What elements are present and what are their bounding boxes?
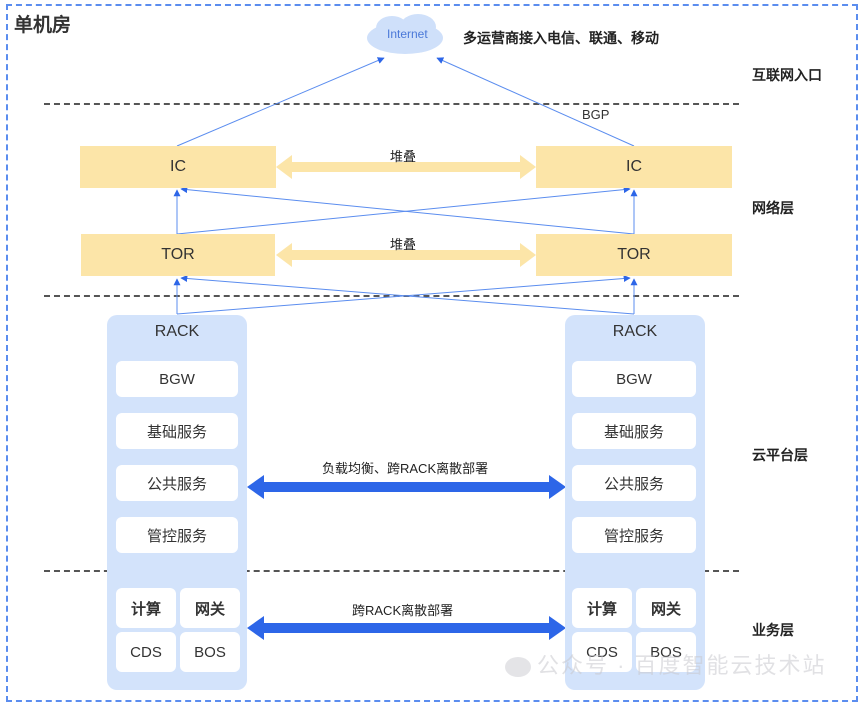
- tor-right-box: TOR: [536, 234, 732, 276]
- line-ic-right-to-internet: [436, 57, 635, 147]
- service-bgw: BGW: [116, 361, 238, 397]
- line-tor-right-to-ic-left: [180, 186, 635, 235]
- service-public: 公共服务: [116, 465, 238, 501]
- service-compute: 计算: [572, 588, 632, 628]
- rack-title: RACK: [154, 323, 200, 340]
- line-ic-left-to-internet: [176, 57, 385, 147]
- service-gateway: 网关: [180, 588, 240, 628]
- separator-network: [44, 295, 739, 297]
- ic-right-box: IC: [536, 146, 732, 188]
- layer-label-business: 业务层: [752, 622, 794, 638]
- service-cds: CDS: [572, 632, 632, 672]
- layer-label-internet-entry: 互联网入口: [752, 67, 822, 83]
- service-bgw: BGW: [572, 361, 696, 397]
- layer-label-cloud-platform: 云平台层: [752, 447, 808, 463]
- rack-left: RACK BGW 基础服务 公共服务 管控服务 计算 网关 CDS BOS: [107, 315, 247, 690]
- ic-stack-label: 堆叠: [390, 149, 417, 164]
- service-compute: 计算: [116, 588, 176, 628]
- wechat-icon: [505, 657, 531, 678]
- rack-right: RACK BGW 基础服务 公共服务 管控服务 计算 网关 CDS BOS: [565, 315, 705, 690]
- watermark-text: 公众号 · 百度智能云技术站: [537, 653, 827, 678]
- service-gateway: 网关: [636, 588, 696, 628]
- service-cds: CDS: [116, 632, 176, 672]
- service-base: 基础服务: [116, 413, 238, 449]
- service-base: 基础服务: [572, 413, 696, 449]
- business-link-label: 跨RACK离散部署: [352, 603, 454, 618]
- service-bos: BOS: [636, 632, 696, 672]
- service-public: 公共服务: [572, 465, 696, 501]
- line-rack-right-to-tor-left: [180, 275, 635, 315]
- tor-stack-arrow: [276, 243, 536, 267]
- diagram-title: 单机房: [14, 15, 72, 36]
- ic-left-box: IC: [80, 146, 276, 188]
- service-management: 管控服务: [572, 517, 696, 553]
- separator-platform: [44, 570, 739, 572]
- business-link-arrow: [247, 616, 566, 640]
- datacenter-frame: [6, 4, 858, 702]
- platform-link-label: 负载均衡、跨RACK离散部署: [322, 461, 489, 476]
- internet-cloud-icon: [367, 14, 443, 54]
- carrier-note: 多运营商接入电信、联通、移动: [463, 30, 659, 46]
- layer-label-network: 网络层: [752, 200, 794, 216]
- service-bos: BOS: [180, 632, 240, 672]
- rack-title: RACK: [612, 323, 658, 340]
- separator-internet: [44, 103, 739, 105]
- tor-stack-label: 堆叠: [390, 237, 417, 252]
- ic-stack-arrow: [276, 155, 536, 179]
- tor-left-box: TOR: [81, 234, 275, 276]
- service-management: 管控服务: [116, 517, 238, 553]
- platform-link-arrow: [247, 475, 566, 499]
- bgp-label: BGP: [582, 107, 610, 122]
- watermark: 公众号 · 百度智能云技术站: [505, 648, 827, 680]
- internet-label: Internet: [387, 27, 428, 41]
